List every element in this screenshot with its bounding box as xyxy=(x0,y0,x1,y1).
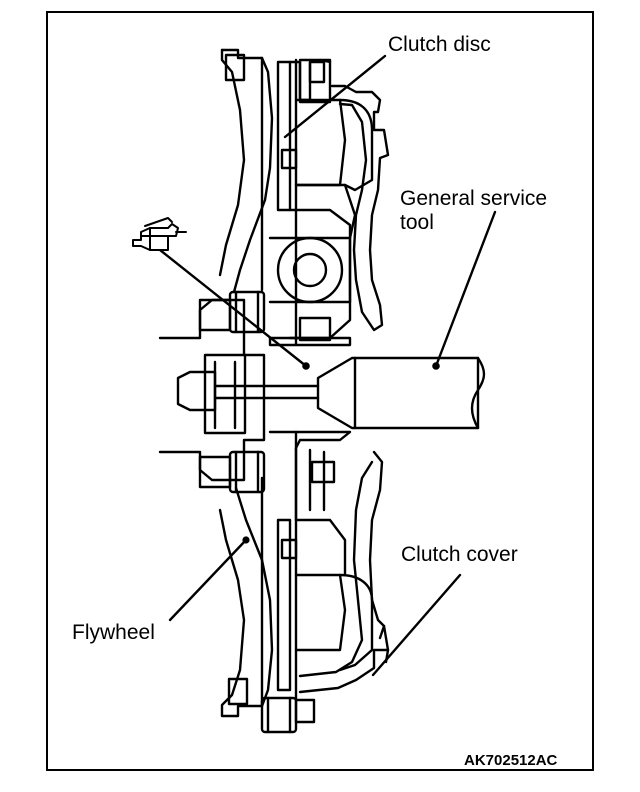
general-service-tool-label-line2: tool xyxy=(400,211,434,234)
damper-spring xyxy=(276,236,344,304)
leader-clutch-cover xyxy=(371,573,462,677)
flywheel-label: Flywheel xyxy=(72,621,155,644)
general-service-tool-label-line1: General service xyxy=(400,187,548,210)
clutch-cover xyxy=(330,84,390,332)
figure-code: AK702512AC xyxy=(464,752,558,769)
general-service-tool xyxy=(316,356,480,430)
clutch-disc-label: Clutch disc xyxy=(388,33,491,56)
leader-flywheel xyxy=(168,538,248,622)
leader-grease xyxy=(158,248,308,368)
leader-general-service-tool xyxy=(434,210,497,368)
clutch-disc xyxy=(276,60,292,212)
bolt-bottom xyxy=(228,450,266,494)
diagram-frame xyxy=(46,11,594,771)
grease-gun-icon xyxy=(132,217,187,251)
leader-clutch-disc xyxy=(283,54,387,139)
clutch-cover-label: Clutch cover xyxy=(401,543,518,566)
bolt-top xyxy=(228,290,266,334)
